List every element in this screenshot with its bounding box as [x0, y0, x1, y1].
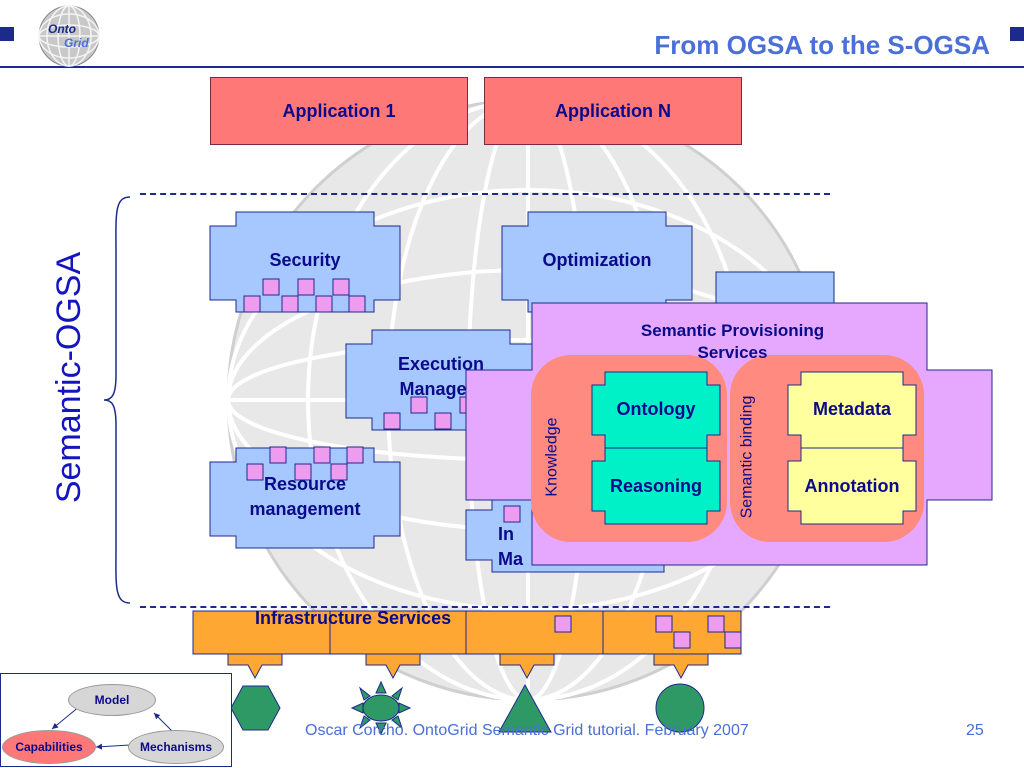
- info-label: In Ma: [498, 524, 524, 569]
- corner-square-left: [0, 27, 14, 41]
- connector-chip: [410, 396, 428, 414]
- semantic-provisioning-title: Semantic Provisioning Services: [640, 321, 825, 362]
- reasoning-label: Reasoning: [609, 476, 702, 496]
- connector-chip: [332, 278, 350, 296]
- s-ogsa-bottom-boundary: [140, 606, 830, 608]
- mechanisms-node: Mechanisms: [128, 730, 224, 764]
- resource-label: Resource management: [249, 474, 361, 519]
- metadata-label: Metadata: [812, 399, 892, 419]
- circle-resource-icon: [655, 683, 705, 733]
- application-1-box: Application 1: [210, 77, 468, 145]
- infrastructure-label: Infrastructure Services: [255, 608, 452, 628]
- connector-chip: [348, 295, 366, 313]
- corner-square-right: [1010, 27, 1024, 41]
- connector-chip: [330, 463, 348, 481]
- triangle-resource-icon: [498, 683, 552, 733]
- infra-arrow: [365, 653, 421, 680]
- application-n-box: Application N: [484, 77, 742, 145]
- semantic-binding-label: Semantic binding: [738, 395, 755, 519]
- sun-resource-icon: [350, 680, 412, 736]
- header-rule: [0, 66, 1024, 68]
- annotation-chip: [787, 447, 917, 525]
- footer-credit: Oscar Corcho. OntoGrid Semantic Grid tut…: [305, 722, 749, 739]
- connector-chip: [383, 412, 401, 430]
- connector-chip: [673, 631, 691, 649]
- connector-chip: [297, 278, 315, 296]
- connector-chip: [434, 412, 452, 430]
- connector-chip: [262, 278, 280, 296]
- connector-chip: [269, 446, 287, 464]
- connector-chip: [707, 615, 725, 633]
- s-ogsa-brace: [103, 196, 131, 604]
- ontogrid-logo: Onto Grid: [38, 5, 100, 67]
- connector-chip: [315, 295, 333, 313]
- model-node: Model: [68, 684, 156, 716]
- infra-arrow: [499, 653, 555, 680]
- s-ogsa-top-boundary: [140, 193, 830, 195]
- connector-chip: [313, 446, 331, 464]
- knowledge-label: Knowledge: [543, 417, 561, 497]
- connector-chip: [281, 295, 299, 313]
- connector-chip: [503, 505, 521, 523]
- connector-chip: [724, 631, 742, 649]
- slide-title: From OGSA to the S-OGSA: [654, 30, 990, 60]
- reasoning-chip: [591, 447, 721, 525]
- connector-chip: [655, 615, 673, 633]
- connector-chip: [294, 463, 312, 481]
- annotation-label: Annotation: [804, 476, 900, 496]
- execution-label: Execution Managem: [397, 354, 485, 399]
- connector-chip: [243, 295, 261, 313]
- security-service-shape: [209, 211, 401, 313]
- connector-chip: [246, 463, 264, 481]
- security-label: Security: [269, 250, 341, 270]
- infra-arrow: [227, 653, 283, 680]
- connector-chip: [346, 446, 364, 464]
- infra-arrow: [653, 653, 709, 680]
- ontology-label: Ontology: [616, 399, 696, 419]
- logo-text-onto: Onto: [48, 22, 76, 36]
- model-diagram-arrows: [51, 705, 173, 750]
- infrastructure-bar: [192, 610, 742, 655]
- connector-chip: [554, 615, 572, 633]
- page-number: 25: [966, 722, 984, 739]
- optimization-label: Optimization: [542, 250, 652, 270]
- logo-text-grid: Grid: [64, 36, 89, 50]
- capabilities-node: Capabilities: [2, 730, 96, 764]
